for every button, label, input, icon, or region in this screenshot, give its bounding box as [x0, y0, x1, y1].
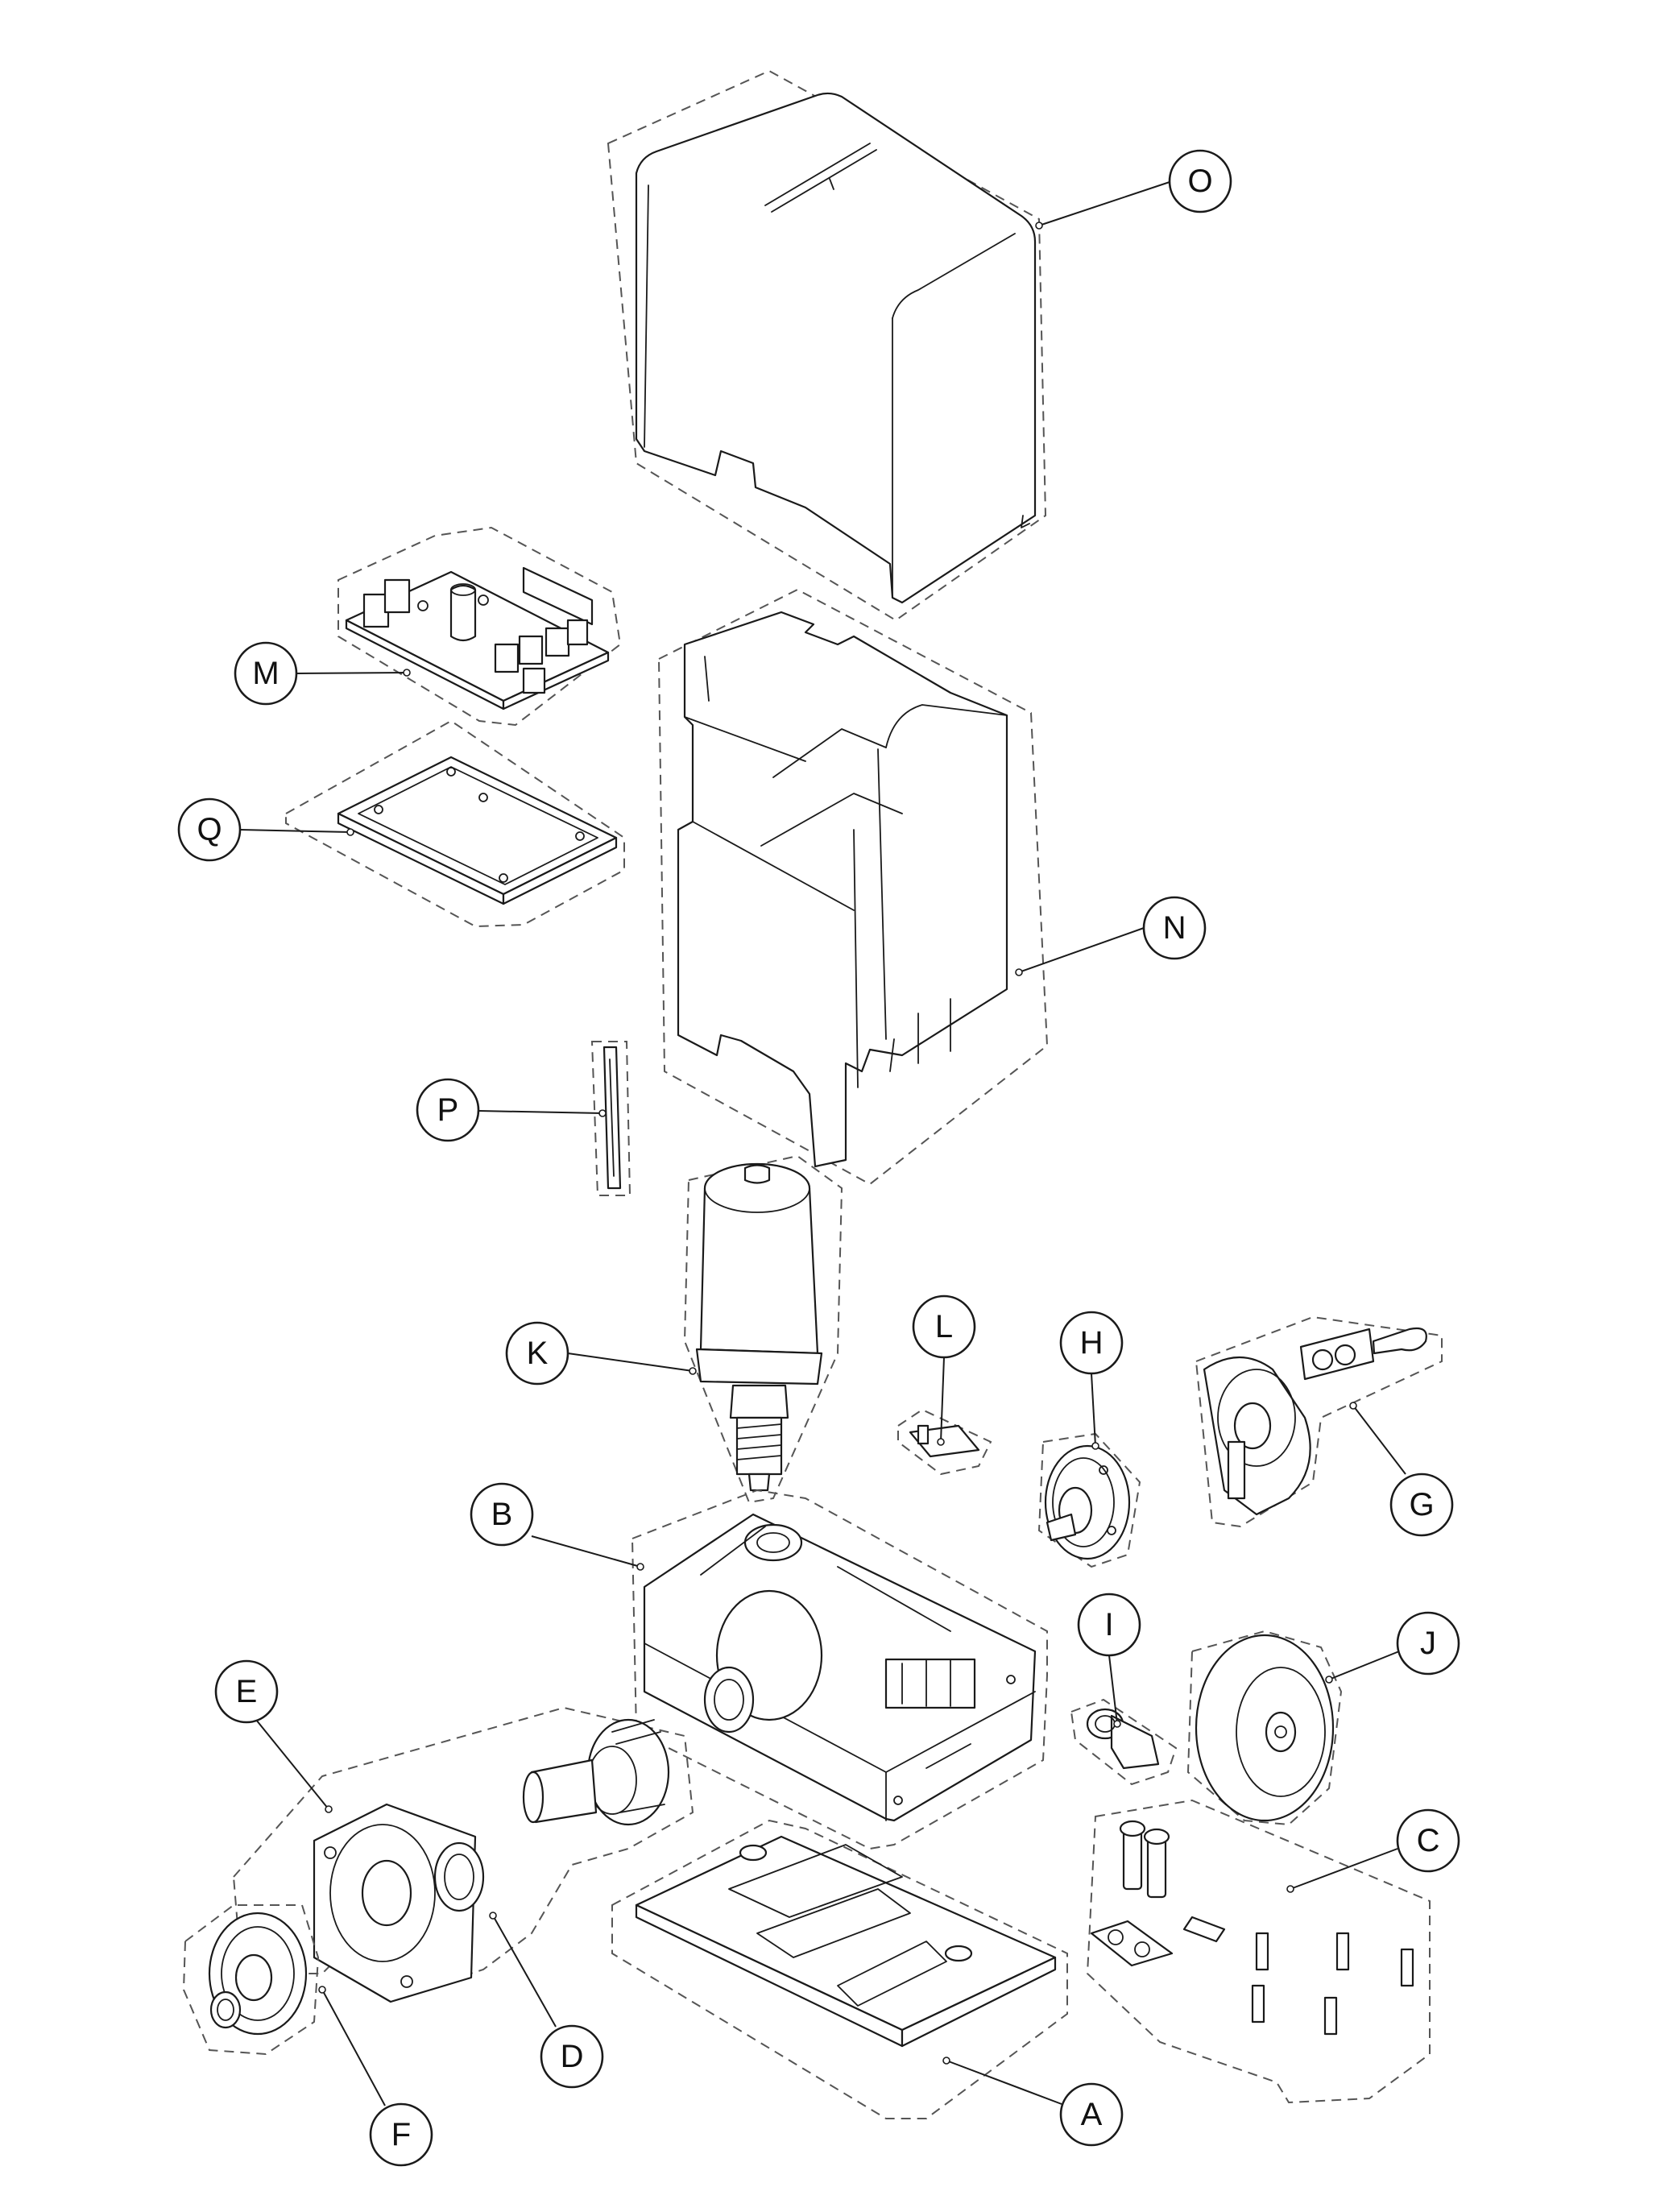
- callout-e-label: E: [236, 1674, 258, 1709]
- callout-l: L: [912, 1294, 976, 1359]
- callout-g-label: G: [1409, 1487, 1434, 1522]
- callout-n-label: N: [1163, 910, 1186, 946]
- callout-q: Q: [177, 797, 242, 862]
- callout-g: G: [1389, 1473, 1454, 1537]
- part-q-base-tray: [285, 719, 625, 928]
- callout-m: M: [234, 641, 298, 706]
- leader-lines: [239, 180, 1406, 2106]
- part-o-outer-cover: [607, 69, 1047, 622]
- callout-d: D: [540, 2024, 604, 2089]
- callout-k-label: K: [527, 1336, 549, 1371]
- part-j-wheel: [1186, 1630, 1343, 1826]
- part-e-flange-cover: [232, 1706, 694, 2003]
- callout-a: A: [1059, 2082, 1124, 2147]
- callout-b-label: B: [491, 1497, 513, 1532]
- callout-n: N: [1142, 896, 1207, 960]
- callout-o: O: [1168, 149, 1232, 213]
- part-p-slot-bar: [590, 1041, 631, 1196]
- part-m-control-board: [337, 526, 622, 727]
- callout-i: I: [1077, 1593, 1141, 1657]
- callout-f: F: [369, 2102, 433, 2167]
- callout-b: B: [470, 1482, 534, 1547]
- part-d-output-shaft: [522, 1718, 670, 1826]
- callout-j-label: J: [1420, 1626, 1436, 1661]
- callout-h-label: H: [1080, 1325, 1104, 1361]
- callout-e: E: [214, 1659, 279, 1724]
- part-c-accessory-kit: [1086, 1799, 1431, 2104]
- callout-f-label: F: [391, 2117, 411, 2152]
- callout-i-label: I: [1104, 1607, 1113, 1642]
- callout-q-label: Q: [197, 812, 222, 847]
- part-n-inner-housing: [657, 588, 1049, 1186]
- callout-l-label: L: [935, 1309, 953, 1344]
- part-b-gearbox-body: [631, 1489, 1048, 1850]
- callout-h: H: [1059, 1311, 1124, 1375]
- callout-c: C: [1396, 1808, 1460, 1873]
- callout-o-label: O: [1187, 164, 1212, 199]
- part-g-release-lock: [1195, 1315, 1443, 1528]
- part-f-pinion-gear: [182, 1904, 320, 2056]
- part-k-motor: [683, 1154, 843, 1504]
- callout-j: J: [1396, 1611, 1460, 1676]
- part-i-clamp: [1070, 1698, 1178, 1786]
- part-h-flange: [1037, 1432, 1141, 1568]
- callout-p: P: [416, 1078, 480, 1142]
- callout-c-label: C: [1417, 1823, 1440, 1858]
- callout-d-label: D: [561, 2039, 584, 2074]
- part-a-base-plate: [611, 1819, 1068, 2119]
- part-l-limit-switch: [897, 1408, 992, 1476]
- callout-a-label: A: [1081, 2097, 1103, 2132]
- callout-m-label: M: [252, 656, 279, 691]
- callout-k: K: [505, 1321, 569, 1386]
- callout-p-label: P: [437, 1092, 459, 1128]
